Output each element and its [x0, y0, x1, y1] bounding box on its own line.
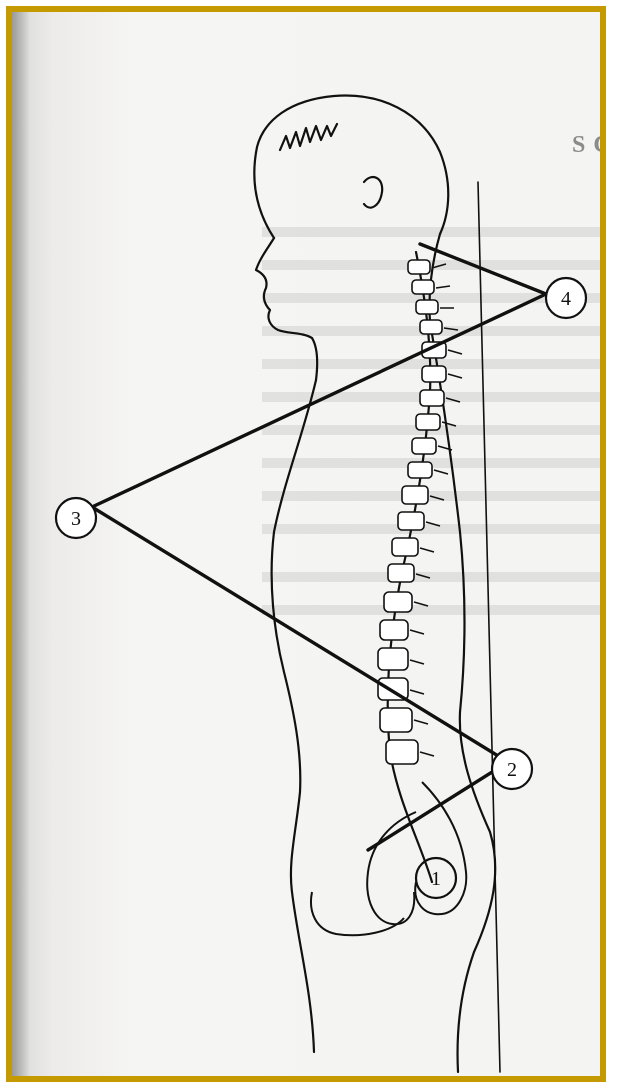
callout-1: 1 [416, 858, 456, 898]
pelvis-lower [311, 892, 404, 935]
leader-line-4b [92, 294, 546, 507]
vertebra [412, 280, 434, 294]
svg-text:3: 3 [71, 508, 81, 530]
vertebra [398, 512, 424, 530]
back-torso-outline [430, 322, 495, 1072]
vertebra [416, 300, 438, 314]
vertebra [420, 320, 442, 334]
vertebra [380, 708, 412, 732]
vertebra [402, 486, 428, 504]
svg-text:2: 2 [507, 759, 517, 781]
vertebra [388, 564, 414, 582]
face-profile [256, 238, 317, 380]
vertebra [408, 260, 430, 274]
vertebra [386, 740, 418, 764]
leader-line-3 [92, 507, 508, 762]
callout-circles: 4 3 2 1 [56, 278, 586, 898]
vertebra [378, 648, 408, 670]
head-outline [254, 95, 448, 238]
ear-outline [364, 177, 382, 208]
pelvis-outline [367, 812, 416, 924]
svg-text:1: 1 [431, 868, 441, 890]
vertebra [412, 438, 436, 454]
callout-3: 3 [56, 498, 96, 538]
svg-text:4: 4 [561, 288, 571, 310]
leader-lines [92, 244, 546, 850]
vertebra [408, 462, 432, 478]
vertebra [380, 620, 408, 640]
vertebra [384, 592, 412, 612]
vertebra [416, 414, 440, 430]
vertebra [392, 538, 418, 556]
callout-4: 4 [546, 278, 586, 318]
figure-frame: 4 3 2 1 S CURVAS RAQUÍDEAS [6, 6, 606, 1082]
hair-strokes [280, 124, 337, 150]
leader-line-2 [368, 762, 508, 850]
spine-anatomy-diagram: 4 3 2 1 [12, 12, 600, 1076]
front-torso-outline [272, 380, 316, 1052]
background-heading: S CURVAS RAQUÍDEAS [572, 132, 606, 159]
leader-line-4 [420, 244, 546, 294]
callout-2: 2 [492, 749, 532, 789]
vertebra [422, 366, 446, 382]
vertebra [420, 390, 444, 406]
